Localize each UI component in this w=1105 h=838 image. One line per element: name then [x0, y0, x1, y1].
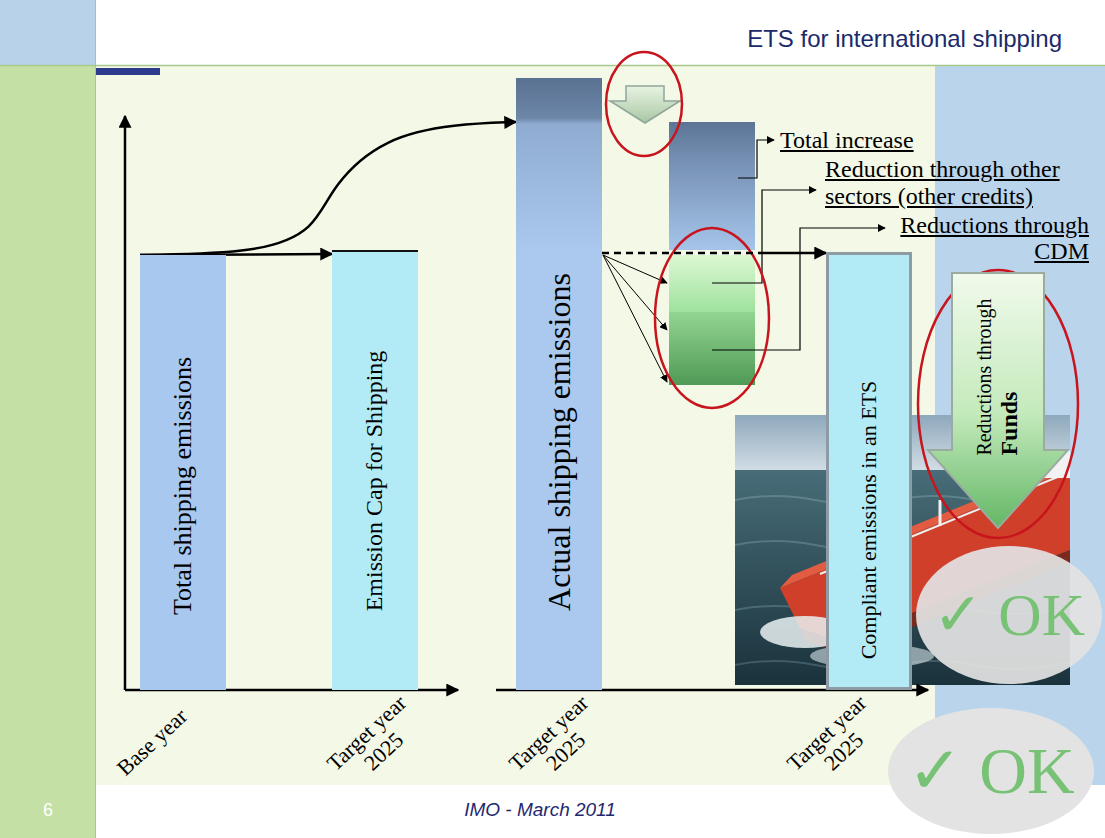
box-label: Total shipping emissions: [168, 356, 198, 614]
highlight-ring: [606, 52, 682, 156]
ship-photo: [939, 500, 942, 526]
box-label: Compliant emissions in an ETS: [856, 381, 881, 660]
slide-number: 6: [43, 800, 53, 821]
callout-label: Reduction through other sectors (other c…: [825, 156, 1075, 210]
connector-arrow: [602, 252, 826, 255]
side-band: [0, 0, 95, 838]
ok-mark: ✓ OK: [907, 738, 1074, 804]
arrow-shape: [928, 273, 1068, 528]
down-arrow-symbol: [610, 86, 680, 123]
badge-shape: [916, 546, 1102, 684]
box-label: Funds: [996, 298, 1024, 455]
fan-line: [603, 255, 667, 283]
connector-arrow: [140, 122, 516, 255]
actual-bar: Actual shipping emissions: [516, 78, 602, 690]
corner-cell: [0, 0, 95, 65]
box-label: Emission Cap for Shipping: [361, 350, 389, 611]
highlight-ring: [918, 270, 1078, 538]
box-label: Actual shipping emissions: [541, 273, 578, 611]
highlight-ring: [655, 228, 769, 408]
text-holder: Compliant emissions in an ETS: [856, 381, 881, 660]
cdm-bar: [669, 312, 755, 385]
leader-line: [738, 140, 774, 178]
axis-label: Target year 2025: [319, 688, 431, 797]
fan-line: [603, 255, 667, 382]
y-axis: [124, 116, 127, 690]
cap-bar: Emission Cap for Shipping: [332, 250, 418, 690]
text-holder: ✓ OK: [915, 545, 1103, 685]
ok-badge: ✓ OK: [915, 545, 1103, 685]
box-label: Reductions through: [973, 298, 996, 455]
text-holder: ✓ OK: [887, 707, 1095, 835]
emissions-bar: Total shipping emissions: [140, 255, 226, 690]
compliant-bar: Compliant emissions in an ETS: [826, 252, 912, 690]
text-holder: Actual shipping emissions: [541, 273, 578, 611]
badge-shape: [888, 708, 1094, 834]
accent-bar: [96, 68, 160, 75]
axis-label: Target year 2025: [501, 688, 613, 797]
text-holder: Reductions throughFunds: [973, 298, 1024, 455]
text-holder: Emission Cap for Shipping: [361, 350, 389, 611]
ok-badge: ✓ OK: [887, 707, 1095, 835]
increase-bar: [669, 122, 755, 250]
footer-text: IMO - March 2011: [464, 799, 616, 821]
axis-label: Target year 2025: [779, 688, 891, 797]
header-rule: [0, 65, 1105, 67]
callout-label: Total increase: [780, 126, 914, 154]
side-rule: [95, 0, 96, 838]
funds-arrow: Reductions throughFunds: [922, 272, 1074, 530]
callout-label: Reductions through CDM: [893, 212, 1089, 264]
ok-mark: ✓ OK: [933, 585, 1085, 645]
slide-title: ETS for international shipping: [747, 24, 1062, 54]
text-holder: Total shipping emissions: [168, 356, 198, 614]
axis-label: Base year: [112, 703, 192, 780]
